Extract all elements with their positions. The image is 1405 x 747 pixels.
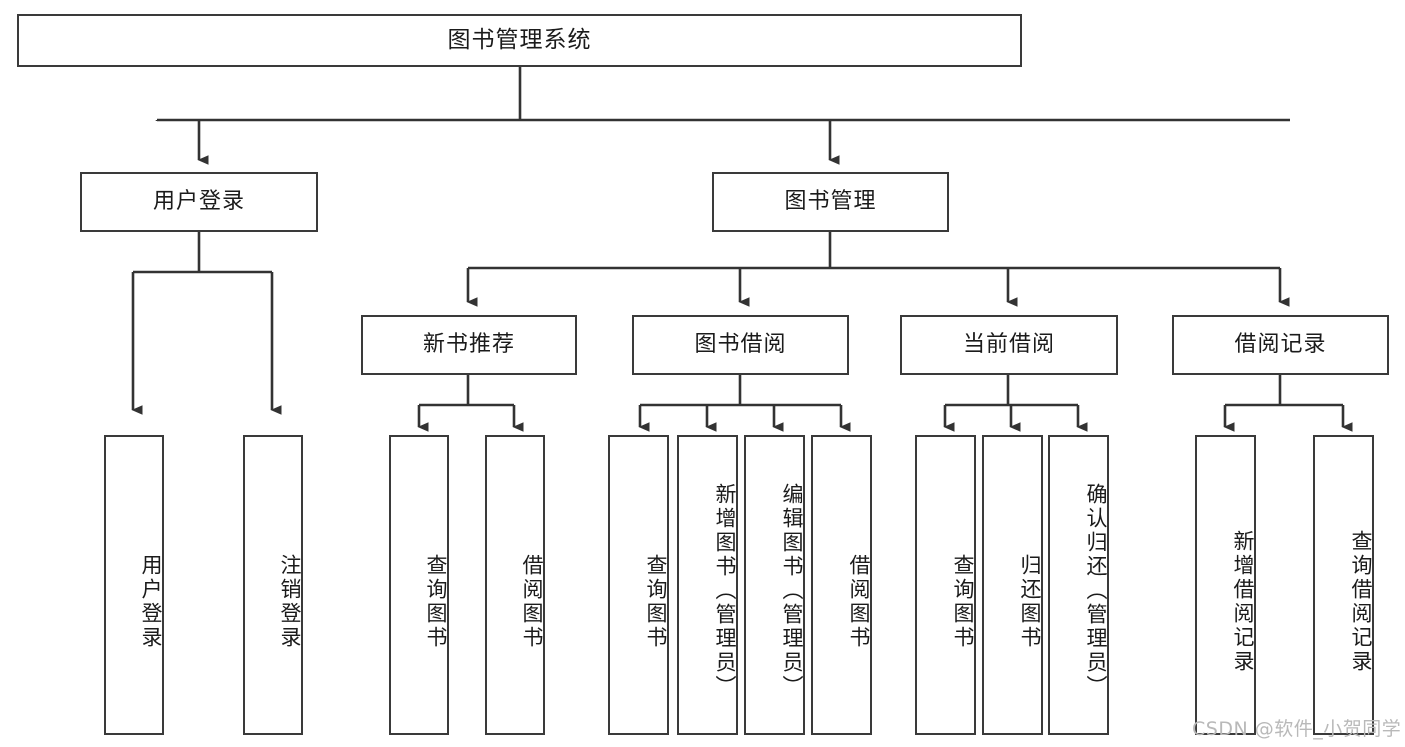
node-current-borrow[interactable]: 当前借阅 xyxy=(900,315,1118,375)
node-user-login[interactable]: 用户登录 xyxy=(80,172,318,232)
leaf-query-book-borrow[interactable]: 查询图书 xyxy=(608,435,669,735)
leaf-logout-login[interactable]: 注销登录 xyxy=(243,435,303,735)
node-root-book-management-system[interactable]: 图书管理系统 xyxy=(17,14,1022,67)
node-book-borrow[interactable]: 图书借阅 xyxy=(632,315,849,375)
leaf-query-borrow-record[interactable]: 查询借阅记录 xyxy=(1313,435,1374,735)
leaf-query-book-current[interactable]: 查询图书 xyxy=(915,435,976,735)
csdn-watermark: CSDN @软件_小贺同学 xyxy=(1192,718,1402,740)
leaf-add-borrow-record[interactable]: 新增借阅记录 xyxy=(1195,435,1256,735)
node-borrow-record[interactable]: 借阅记录 xyxy=(1172,315,1389,375)
leaf-borrow-book[interactable]: 借阅图书 xyxy=(811,435,872,735)
leaf-add-book-admin[interactable]: 新增图书（管理员） xyxy=(677,435,738,735)
leaf-query-book-recommend[interactable]: 查询图书 xyxy=(389,435,449,735)
node-new-book-recommend[interactable]: 新书推荐 xyxy=(361,315,577,375)
leaf-user-login[interactable]: 用户登录 xyxy=(104,435,164,735)
leaf-confirm-return-admin[interactable]: 确认归还（管理员） xyxy=(1048,435,1109,735)
leaf-return-book[interactable]: 归还图书 xyxy=(982,435,1043,735)
leaf-edit-book-admin[interactable]: 编辑图书（管理员） xyxy=(744,435,805,735)
leaf-borrow-book-recommend[interactable]: 借阅图书 xyxy=(485,435,545,735)
node-book-management[interactable]: 图书管理 xyxy=(712,172,949,232)
